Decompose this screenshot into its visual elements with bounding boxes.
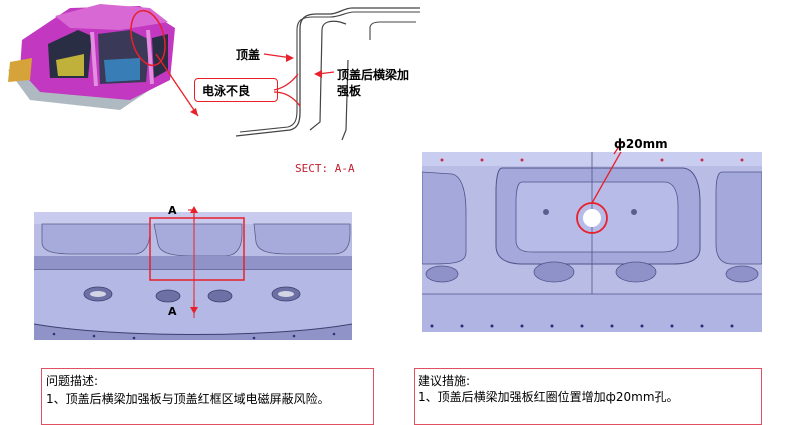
label-roof: 顶盖: [236, 48, 261, 62]
section-caption: SECT: A-A: [295, 162, 355, 175]
section-marker-top: A: [168, 204, 177, 217]
section-aa-drawing: [235, 7, 420, 141]
detail-view-image: [422, 152, 762, 332]
defect-callout-arc: [273, 73, 301, 107]
rear-view-image: [34, 212, 352, 340]
defect-callout-box: [194, 78, 278, 102]
problem-text: 1、顶盖后横梁加强板与顶盖红框区域电磁屏蔽风险。: [46, 392, 330, 406]
suggestion-text: 1、顶盖后横梁加强板红圈位置增加ф20mm孔。: [418, 390, 679, 404]
suggestion-title: 建议措施:: [418, 374, 471, 388]
car-to-section-arrow: [155, 53, 199, 117]
label-reinforcement-line1: 顶盖后横梁加: [337, 68, 410, 82]
label-defect: 电泳不良: [202, 84, 251, 98]
section-marker-arrows: [188, 206, 198, 314]
section-marker-bottom: A: [168, 305, 177, 318]
label-reinforcement-line2: 强板: [337, 84, 362, 98]
car-body-image: [0, 0, 190, 122]
hole-leader-arrow: [613, 141, 623, 155]
hole-size-label: ф20mm: [614, 137, 668, 151]
problem-title: 问题描述:: [46, 374, 99, 388]
